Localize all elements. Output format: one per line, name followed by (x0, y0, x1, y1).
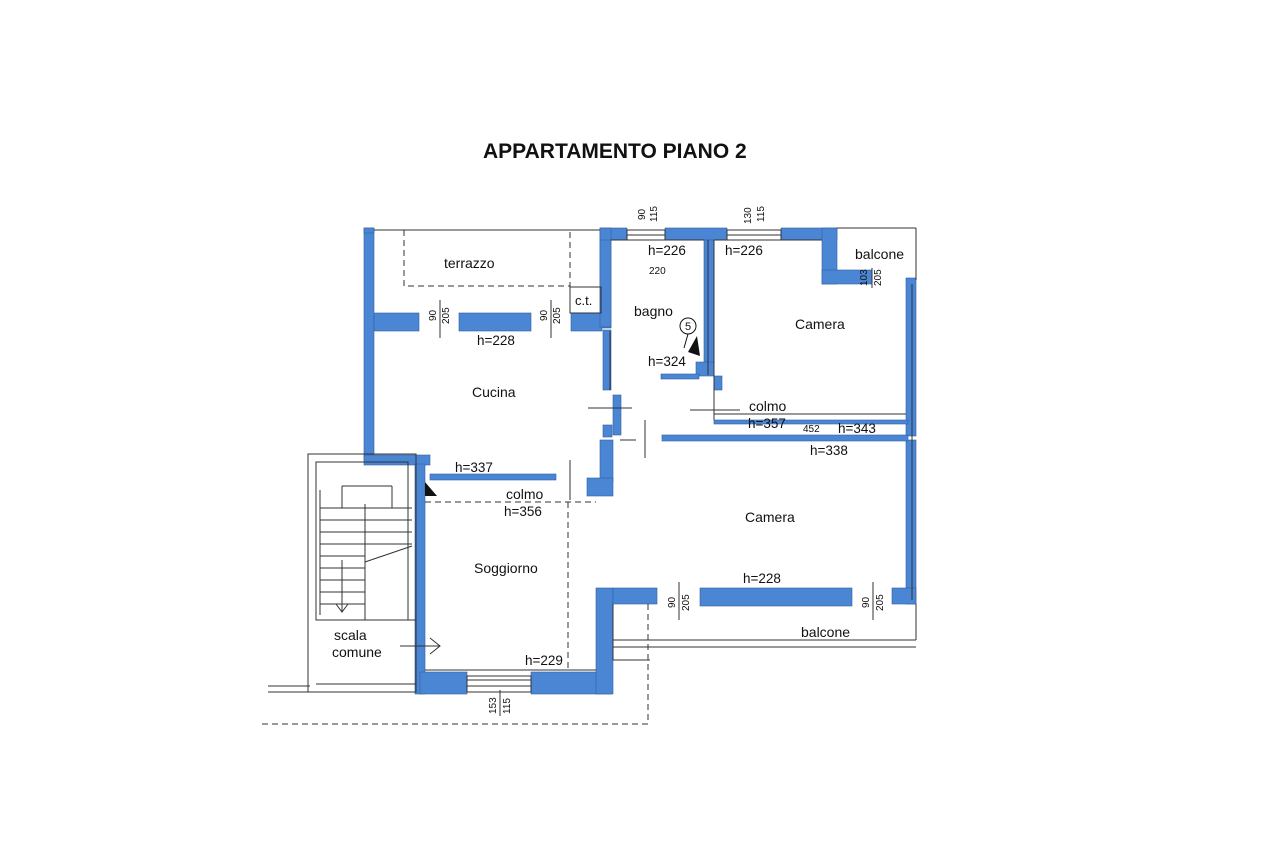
height-camera-top: h=226 (725, 243, 763, 258)
dim-colmo-452: 452 (803, 424, 820, 435)
height-cucina-bottom: h=337 (455, 460, 493, 475)
section-marker: 5 (679, 317, 700, 356)
height-colmo-left: h=356 (504, 504, 542, 519)
dim-camera-win-b: 115 (756, 206, 767, 222)
height-bagno-bottom: h=324 (648, 354, 686, 369)
height-bagno-top: h=226 (648, 243, 686, 258)
label-balcone-bottom: balcone (801, 624, 850, 640)
dim-balcone-a: 103 (859, 269, 870, 286)
height-labels: h=226 h=226 h=228 h=324 h=357 h=343 h=33… (455, 243, 876, 668)
label-colmo-left: colmo (506, 486, 544, 502)
label-ct: c.t. (575, 293, 592, 308)
label-comune: comune (332, 644, 382, 660)
dim-cucina-door2-b: 205 (552, 307, 563, 324)
windows (466, 229, 782, 693)
label-bagno: bagno (634, 303, 673, 319)
walls (363, 227, 917, 695)
dashed-outlines (403, 230, 596, 672)
height-corridor: h=338 (810, 443, 848, 458)
plan-title: APPARTAMENTO PIANO 2 (483, 140, 747, 163)
dim-camera-door-right-a: 90 (861, 596, 872, 608)
dim-cucina-door2-a: 90 (539, 309, 550, 321)
svg-text:5: 5 (685, 321, 691, 333)
entry-marker (425, 482, 437, 496)
dim-camera-win-a: 130 (743, 207, 754, 224)
label-camera-top: Camera (795, 316, 845, 332)
label-balcone-top: balcone (855, 246, 904, 262)
height-soggiorno: h=229 (525, 653, 563, 668)
height-camera-bottom: h=228 (743, 571, 781, 586)
dim-balcone-b: 205 (873, 269, 884, 286)
label-soggiorno: Soggiorno (474, 560, 538, 576)
dim-bagno-win-b: 115 (649, 206, 660, 222)
label-colmo-right: colmo (749, 398, 787, 414)
height-camera-right: h=343 (838, 421, 876, 436)
height-cucina: h=228 (477, 333, 515, 348)
dim-camera-door-left-b: 205 (681, 594, 692, 611)
dim-soggiorno-win-b: 115 (502, 698, 513, 714)
room-labels: terrazzo c.t. bagno Camera balcone Cucin… (332, 246, 904, 660)
dim-cucina-door-a: 90 (428, 309, 439, 321)
dim-cucina-door-b: 205 (441, 307, 452, 324)
label-camera-bottom: Camera (745, 509, 795, 525)
label-terrazzo: terrazzo (444, 255, 495, 271)
height-colmo-right: h=357 (748, 416, 786, 431)
dim-bagno-220: 220 (649, 266, 666, 277)
dim-camera-door-left-a: 90 (667, 596, 678, 608)
label-cucina: Cucina (472, 384, 516, 400)
dim-camera-door-right-b: 205 (875, 594, 886, 611)
label-scala: scala (334, 627, 367, 643)
dim-soggiorno-win-a: 153 (488, 697, 499, 714)
staircase (307, 453, 441, 693)
dim-bagno-win-a: 90 (637, 208, 648, 220)
dimension-labels: 90 115 220 130 115 103 205 90 205 90 205… (428, 206, 886, 716)
